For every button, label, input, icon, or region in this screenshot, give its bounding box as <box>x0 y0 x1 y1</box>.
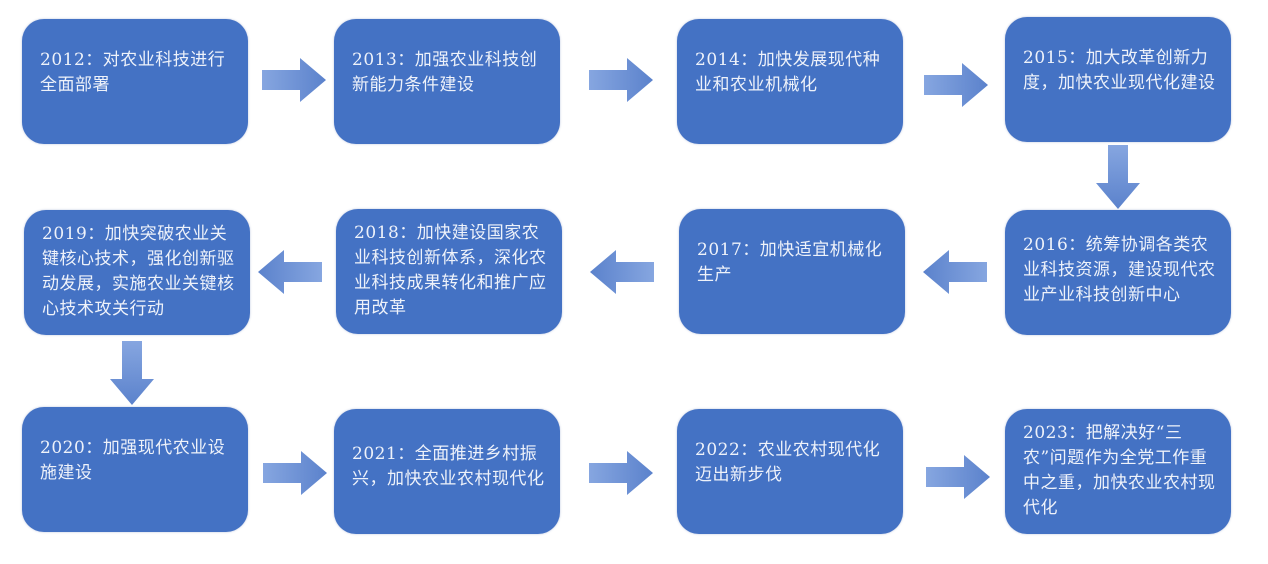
arrow-right-icon <box>589 58 653 102</box>
step-2016: 2016：统筹协调各类农业科技资源，建设现代农业产业科技创新中心 <box>1005 210 1231 335</box>
step-2012: 2012：对农业科技进行全面部署 <box>22 19 248 144</box>
arrow-right-icon <box>263 451 327 495</box>
step-2012-text: 2012：对农业科技进行全面部署 <box>40 49 226 95</box>
step-2019-text: 2019：加快突破农业关键核心技术，强化创新驱动发展，实施农业关键核心技术攻关行… <box>42 223 235 319</box>
step-2018: 2018：加快建设国家农业科技创新体系，深化农业科技成果转化和推广应用改革 <box>336 209 562 334</box>
arrow-right-icon <box>924 63 988 107</box>
step-2022-text: 2022：农业农村现代化迈出新步伐 <box>695 439 881 485</box>
step-2017-text: 2017：加快适宜机械化生产 <box>697 239 883 285</box>
arrow-down-icon <box>1096 145 1140 209</box>
step-2016-text: 2016：统筹协调各类农业科技资源，建设现代农业产业科技创新中心 <box>1023 235 1216 305</box>
step-2020: 2020：加强现代农业设施建设 <box>22 407 248 532</box>
step-2015-text: 2015：加大改革创新力度，加快农业现代化建设 <box>1023 47 1216 93</box>
step-2023: 2023：把解决好“三农”问题作为全党工作重中之重，加快农业农村现代化 <box>1005 409 1231 534</box>
arrow-down-icon <box>110 341 154 405</box>
step-2015: 2015：加大改革创新力度，加快农业现代化建设 <box>1005 17 1231 142</box>
step-2018-text: 2018：加快建设国家农业科技创新体系，深化农业科技成果转化和推广应用改革 <box>354 222 547 318</box>
arrow-right-icon <box>589 451 653 495</box>
arrow-left-icon <box>590 250 654 294</box>
step-2021-text: 2021：全面推进乡村振兴，加快农业农村现代化 <box>352 443 545 489</box>
arrow-right-icon <box>926 455 990 499</box>
arrow-right-icon <box>262 58 326 102</box>
step-2014-text: 2014：加快发展现代种业和农业机械化 <box>695 49 881 95</box>
step-2023-text: 2023：把解决好“三农”问题作为全党工作重中之重，加快农业农村现代化 <box>1023 422 1216 518</box>
step-2021: 2021：全面推进乡村振兴，加快农业农村现代化 <box>334 409 560 534</box>
arrow-left-icon <box>258 250 322 294</box>
step-2013-text: 2013：加强农业科技创新能力条件建设 <box>352 49 538 95</box>
step-2019: 2019：加快突破农业关键核心技术，强化创新驱动发展，实施农业关键核心技术攻关行… <box>24 210 250 335</box>
step-2014: 2014：加快发展现代种业和农业机械化 <box>677 19 903 144</box>
step-2017: 2017：加快适宜机械化生产 <box>679 209 905 334</box>
step-2020-text: 2020：加强现代农业设施建设 <box>40 437 226 483</box>
step-2013: 2013：加强农业科技创新能力条件建设 <box>334 19 560 144</box>
arrow-left-icon <box>923 250 987 294</box>
step-2022: 2022：农业农村现代化迈出新步伐 <box>677 409 903 534</box>
